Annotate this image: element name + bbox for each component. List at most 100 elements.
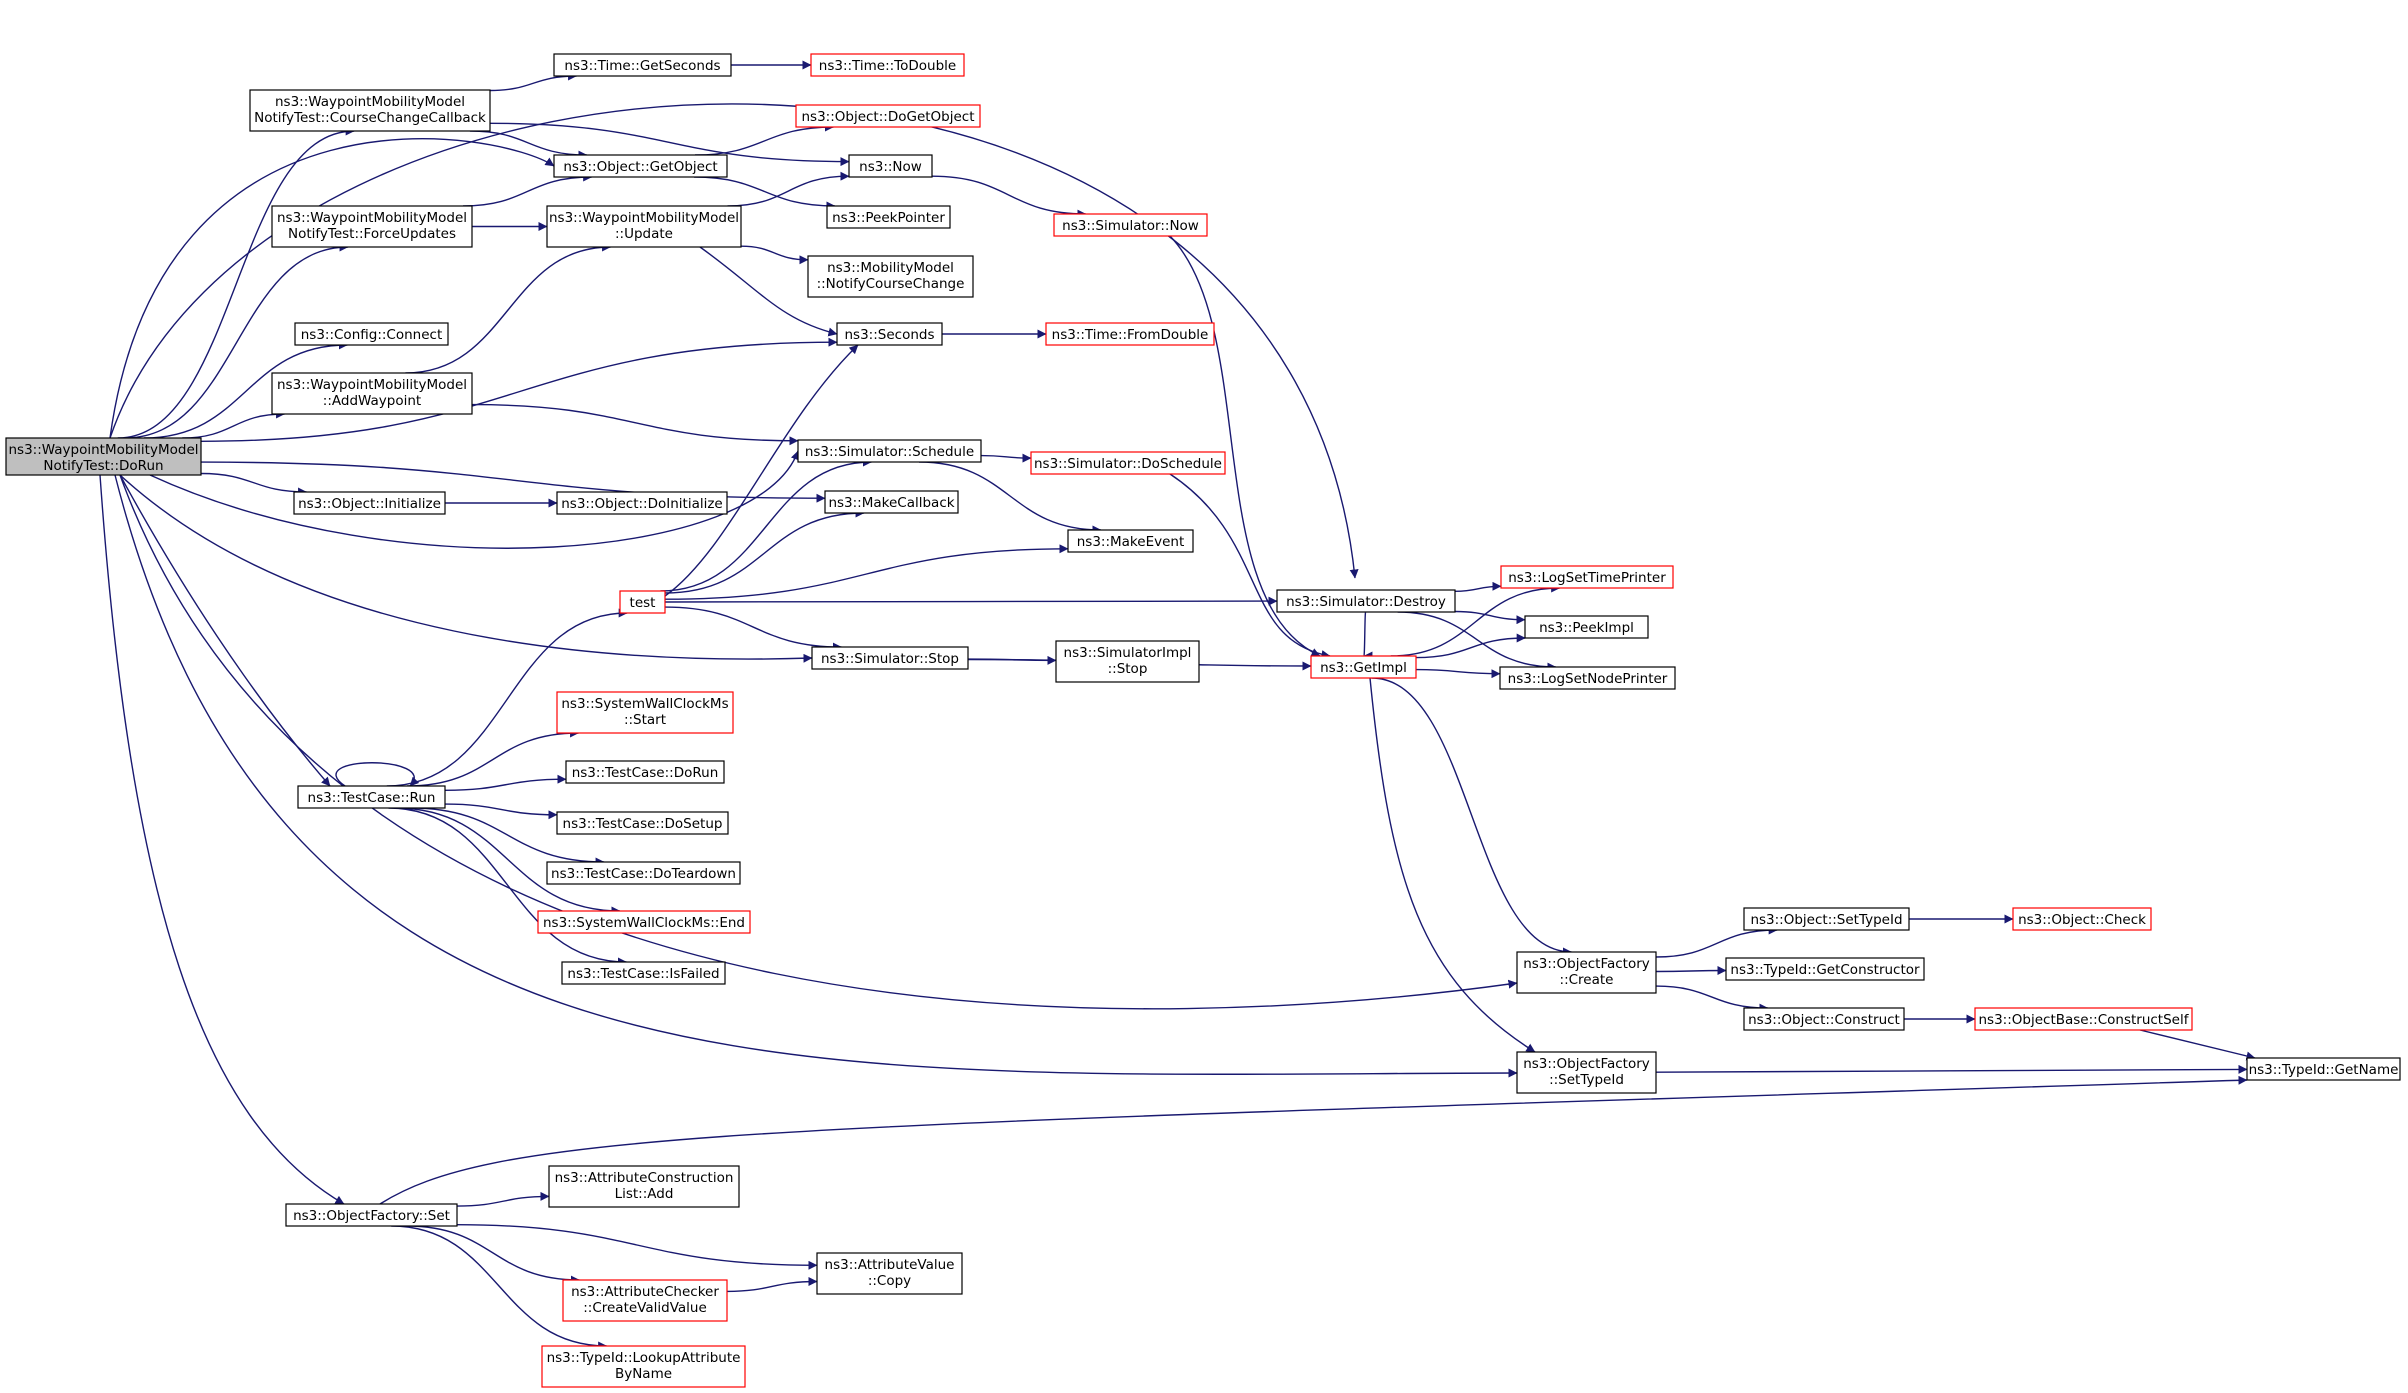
node-constructself[interactable]: ns3::ObjectBase::ConstructSelf xyxy=(1974,1007,2193,1031)
node-createvalid[interactable]: ns3::AttributeChecker::CreateValidValue xyxy=(562,1279,728,1322)
node-swcend[interactable]: ns3::SystemWallClockMs::End xyxy=(537,910,751,934)
node-addwp[interactable]: ns3::WaypointMobilityModel::AddWaypoint xyxy=(271,372,473,415)
edge-tcrun-to-tcrun xyxy=(335,762,420,787)
node-label: ns3::Object::DoGetObject xyxy=(801,109,974,125)
node-getimpl[interactable]: ns3::GetImpl xyxy=(1310,655,1417,679)
node-todouble[interactable]: ns3::Time::ToDouble xyxy=(810,53,965,77)
edge-doschedule-to-getimpl xyxy=(1169,473,1331,659)
node-label: ns3::Simulator::Stop xyxy=(821,651,959,667)
node-update[interactable]: ns3::WaypointMobilityModel::Update xyxy=(546,205,742,248)
node-cfgconnect[interactable]: ns3::Config::Connect xyxy=(294,322,449,346)
node-label: ns3::Simulator::Destroy xyxy=(1286,594,1446,610)
edge-tcrun-to-tcdorun xyxy=(444,774,567,791)
node-label: ns3::Seconds xyxy=(845,327,935,343)
edge-addwp-to-schedule xyxy=(471,403,799,446)
edge-destroy-to-getimpl xyxy=(1363,611,1373,661)
node-label: ns3::Object::DoInitialize xyxy=(561,496,723,512)
node-tcdorun[interactable]: ns3::TestCase::DoRun xyxy=(565,760,725,784)
node-getname[interactable]: ns3::TypeId::GetName xyxy=(2246,1057,2401,1081)
node-label: ns3::Config::Connect xyxy=(301,327,443,343)
edge-forceupd-to-getobj xyxy=(462,172,593,207)
edge-dorun-to-getobj xyxy=(109,138,555,439)
node-peekptr[interactable]: ns3::PeekPointer xyxy=(826,205,951,229)
node-makeevent[interactable]: ns3::MakeEvent xyxy=(1067,529,1194,553)
node-box xyxy=(546,205,742,248)
node-test[interactable]: test xyxy=(619,590,666,614)
node-makecb[interactable]: ns3::MakeCallback xyxy=(824,490,959,514)
node-swcstart[interactable]: ns3::SystemWallClockMs::Start xyxy=(556,691,734,734)
node-tcteardown[interactable]: ns3::TestCase::DoTeardown xyxy=(546,861,741,885)
node-doschedule[interactable]: ns3::Simulator::DoSchedule xyxy=(1030,451,1226,475)
node-box xyxy=(1725,957,1925,981)
node-getctor[interactable]: ns3::TypeId::GetConstructor xyxy=(1725,957,1925,981)
node-fromdouble[interactable]: ns3::Time::FromDouble xyxy=(1045,322,1215,346)
node-box xyxy=(537,910,751,934)
edge-schedule-to-makeevent xyxy=(918,461,1102,535)
edge-dorun-to-tcrun xyxy=(119,474,331,787)
node-tcsetup[interactable]: ns3::TestCase::DoSetup xyxy=(556,811,729,835)
edge-ofsettypeid-to-getname xyxy=(1655,1064,2248,1074)
node-settypeid[interactable]: ns3::Object::SetTypeId xyxy=(1743,907,1910,931)
node-box xyxy=(1743,1007,1905,1031)
edge-dorun-to-schedule xyxy=(149,450,800,549)
edge-ofcreate-to-getctor xyxy=(1655,966,1727,976)
node-label: NotifyTest::ForceUpdates xyxy=(288,226,456,242)
node-label: ::Stop xyxy=(1108,661,1148,677)
node-label: ns3::WaypointMobilityModel xyxy=(549,210,739,226)
edge-destroy-to-logtime xyxy=(1454,581,1502,592)
node-destroy[interactable]: ns3::Simulator::Destroy xyxy=(1276,589,1456,613)
node-dorun[interactable]: ns3::WaypointMobilityModelNotifyTest::Do… xyxy=(5,437,202,476)
edge-ofset-to-lookupattr xyxy=(391,1225,608,1351)
node-ccb[interactable]: ns3::WaypointMobilityModelNotifyTest::Co… xyxy=(249,89,491,132)
edge-test-to-makecb xyxy=(664,508,865,594)
edge-tcrun-to-tcteardown xyxy=(410,807,605,867)
node-stop[interactable]: ns3::Simulator::Stop xyxy=(811,646,969,670)
edge-update-to-notifycc xyxy=(740,245,809,265)
node-label: List::Add xyxy=(615,1186,674,1202)
edge-ccb-to-getsec xyxy=(489,71,578,92)
node-label: ns3::AttributeValue xyxy=(825,1257,955,1273)
node-notifycc[interactable]: ns3::MobilityModel::NotifyCourseChange xyxy=(807,255,974,298)
node-objconstruct[interactable]: ns3::Object::Construct xyxy=(1743,1007,1905,1031)
node-simnow[interactable]: ns3::Simulator::Now xyxy=(1053,213,1208,237)
node-ofcreate[interactable]: ns3::ObjectFactory::Create xyxy=(1516,951,1657,994)
node-getobj[interactable]: ns3::Object::GetObject xyxy=(553,154,728,178)
node-label: ns3::Object::Check xyxy=(2018,912,2146,928)
edge-tcrun-to-test xyxy=(386,608,628,787)
node-label: ByName xyxy=(615,1366,672,1382)
node-objcheck[interactable]: ns3::Object::Check xyxy=(2012,907,2152,931)
node-box xyxy=(1045,322,1215,346)
node-peekimpl[interactable]: ns3::PeekImpl xyxy=(1524,615,1649,639)
node-ofsettypeid[interactable]: ns3::ObjectFactory::SetTypeId xyxy=(1516,1051,1657,1094)
node-now[interactable]: ns3::Now xyxy=(848,154,933,178)
node-logtime[interactable]: ns3::LogSetTimePrinter xyxy=(1500,565,1674,589)
node-forceupd[interactable]: ns3::WaypointMobilityModelNotifyTest::Fo… xyxy=(271,205,473,248)
edge-ofset-to-avcopy xyxy=(456,1224,818,1270)
node-lognode[interactable]: ns3::LogSetNodePrinter xyxy=(1499,666,1676,690)
node-schedule[interactable]: ns3::Simulator::Schedule xyxy=(797,439,982,463)
node-implstop[interactable]: ns3::SimulatorImpl::Stop xyxy=(1055,640,1200,683)
node-getsec[interactable]: ns3::Time::GetSeconds xyxy=(553,53,732,77)
node-label: ns3::LogSetNodePrinter xyxy=(1508,671,1668,687)
node-tcfailed[interactable]: ns3::TestCase::IsFailed xyxy=(561,961,726,985)
node-avcopy[interactable]: ns3::AttributeValue::Copy xyxy=(816,1252,963,1295)
node-box xyxy=(548,1165,740,1208)
node-ofset[interactable]: ns3::ObjectFactory::Set xyxy=(285,1203,458,1227)
node-box xyxy=(1030,451,1226,475)
node-dogetobj[interactable]: ns3::Object::DoGetObject xyxy=(795,104,981,128)
edge-dorun-to-ofsettypeid xyxy=(114,474,1518,1078)
node-seconds[interactable]: ns3::Seconds xyxy=(836,322,943,346)
node-box xyxy=(1500,565,1674,589)
node-box xyxy=(797,439,982,463)
node-label: ::Copy xyxy=(868,1273,911,1289)
node-box xyxy=(1276,589,1456,613)
edge-ofcreate-to-settypeid xyxy=(1655,925,1778,958)
node-tcrun[interactable]: ns3::TestCase::Run xyxy=(297,785,446,809)
edge-test-to-makeevent xyxy=(664,544,1069,600)
node-label: ns3::Object::SetTypeId xyxy=(1750,912,1902,928)
node-objinit[interactable]: ns3::Object::Initialize xyxy=(293,491,446,515)
node-box xyxy=(1067,529,1194,553)
node-objdoinit[interactable]: ns3::Object::DoInitialize xyxy=(556,491,728,515)
